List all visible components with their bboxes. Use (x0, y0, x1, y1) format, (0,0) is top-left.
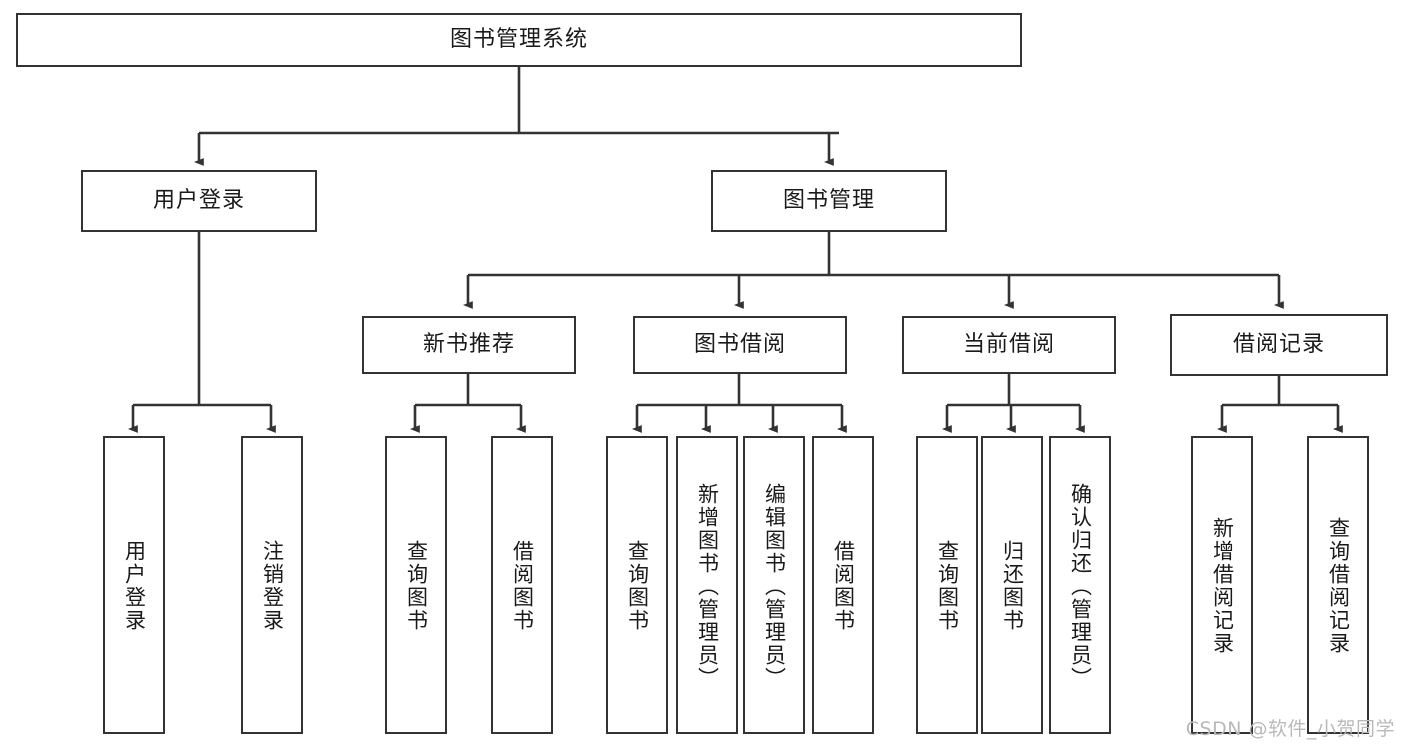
node-current-borrow[interactable]: 当前借阅 (902, 316, 1116, 374)
node-label: 确认归还（管理员） (1068, 482, 1093, 690)
node-root-system[interactable]: 图书管理系统 (16, 13, 1022, 67)
node-label: 用户登录 (122, 540, 147, 632)
node-borrow-record[interactable]: 借阅记录 (1170, 314, 1388, 376)
node-label: 图书借阅 (693, 331, 786, 357)
leaf-borrow-borrow-book[interactable]: 借阅图书 (812, 436, 874, 734)
node-book-management[interactable]: 图书管理 (711, 170, 947, 232)
node-label: 注销登录 (260, 540, 285, 632)
leaf-user-login-login[interactable]: 用户登录 (103, 436, 165, 734)
node-label: 新书推荐 (422, 331, 515, 357)
node-book-borrow[interactable]: 图书借阅 (633, 316, 847, 374)
csdn-watermark: CSDN @软件_小贺同学 (1185, 718, 1395, 740)
leaf-record-add-record[interactable]: 新增借阅记录 (1191, 436, 1253, 734)
node-label: 当前借阅 (962, 331, 1055, 357)
node-label: 编辑图书（管理员） (762, 482, 787, 690)
leaf-current-return-book[interactable]: 归还图书 (981, 436, 1043, 734)
node-label: 查询借阅记录 (1326, 517, 1351, 655)
node-label: 归还图书 (1000, 540, 1025, 632)
node-new-book-recommend[interactable]: 新书推荐 (362, 316, 576, 374)
node-label: 借阅记录 (1232, 331, 1325, 357)
node-label: 图书管理 (782, 187, 875, 213)
leaf-current-query-book[interactable]: 查询图书 (916, 436, 978, 734)
leaf-borrow-add-book-admin[interactable]: 新增图书（管理员） (676, 436, 738, 734)
node-label: 用户登录 (152, 187, 245, 213)
node-user-login[interactable]: 用户登录 (81, 170, 317, 232)
node-label: 借阅图书 (831, 540, 856, 632)
node-label: 查询图书 (935, 540, 960, 632)
leaf-borrow-query-book[interactable]: 查询图书 (606, 436, 668, 734)
leaf-current-confirm-return-admin[interactable]: 确认归还（管理员） (1049, 436, 1111, 734)
node-label: 新增借阅记录 (1210, 517, 1235, 655)
node-label: 新增图书（管理员） (695, 482, 720, 690)
leaf-recommend-query-book[interactable]: 查询图书 (385, 436, 447, 734)
leaf-record-query-record[interactable]: 查询借阅记录 (1307, 436, 1369, 734)
leaf-recommend-borrow-book[interactable]: 借阅图书 (491, 436, 553, 734)
leaf-user-login-logout[interactable]: 注销登录 (241, 436, 303, 734)
node-label: 借阅图书 (510, 540, 535, 632)
node-label: 图书管理系统 (449, 26, 588, 52)
node-label: 查询图书 (625, 540, 650, 632)
leaf-borrow-edit-book-admin[interactable]: 编辑图书（管理员） (743, 436, 805, 734)
node-label: 查询图书 (404, 540, 429, 632)
